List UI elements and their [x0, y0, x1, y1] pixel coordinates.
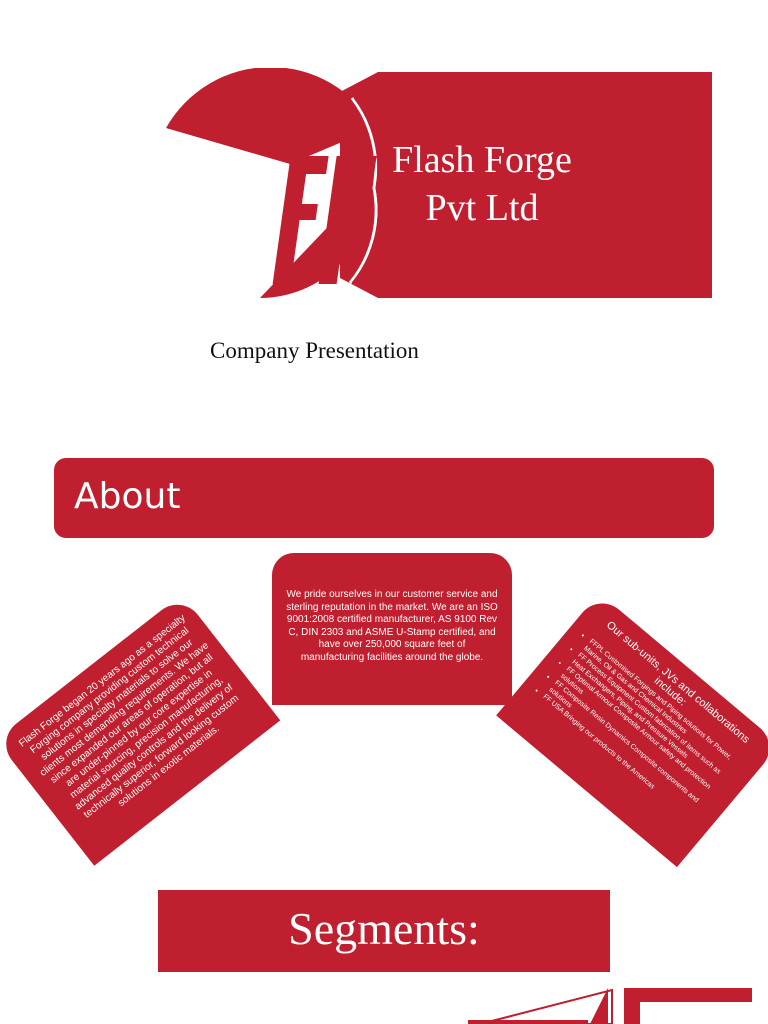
logo-circle	[166, 68, 375, 164]
about-header-bar: About	[54, 458, 714, 538]
logo-banner	[340, 72, 712, 298]
company-name-line1: Flash Forge	[392, 139, 572, 181]
about-card-history: Flash Forge began 20 years ago as a spec…	[0, 594, 281, 866]
bottom-logo-fragment	[468, 988, 752, 1024]
about-card-reputation-text: We pride ourselves in our customer servi…	[286, 589, 498, 663]
segments-header-bar: Segments:	[158, 890, 610, 972]
presentation-subtitle: Company Presentation	[210, 338, 419, 363]
company-logo	[166, 68, 712, 298]
about-card-history-text: Flash Forge began 20 years ago as a spec…	[17, 612, 242, 821]
about-card-subunits: Our sub-units, JVs and collaborations in…	[496, 592, 768, 868]
about-card-reputation: We pride ourselves in our customer servi…	[272, 553, 512, 705]
segments-title: Segments:	[288, 903, 480, 954]
ff-monogram	[272, 156, 377, 284]
company-name: Flash Forge Pvt Ltd	[352, 136, 612, 232]
about-title: About	[74, 476, 181, 517]
company-name-line2: Pvt Ltd	[425, 187, 539, 229]
